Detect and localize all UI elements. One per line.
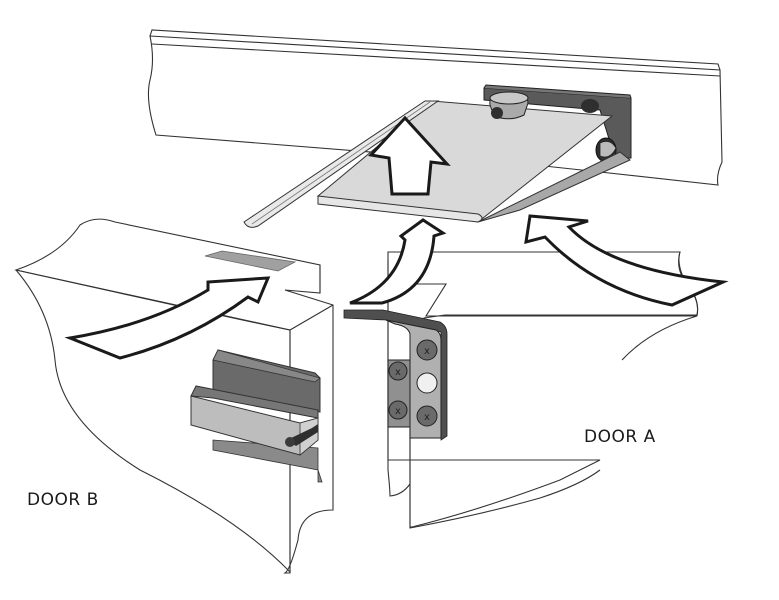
door-b-label: DOOR B <box>27 490 99 510</box>
curved-arrow-icon <box>524 214 729 307</box>
latch-plate-recess <box>204 250 297 272</box>
svg-text:x: x <box>395 367 401 378</box>
screw-icon: x <box>416 405 438 427</box>
up-arrow-icon <box>368 115 451 196</box>
curved-arrow-icon <box>64 276 271 360</box>
door-a-bracket: x x x x <box>343 309 448 441</box>
screw-icon: x <box>388 361 408 381</box>
screw-icon: x <box>388 400 408 420</box>
door-a-label: DOOR A <box>584 427 656 447</box>
pivot-hole-icon <box>416 372 438 394</box>
curved-arrow-icon <box>349 218 447 305</box>
screw-icon: x <box>416 339 438 361</box>
svg-text:x: x <box>424 346 430 357</box>
door-b-stop <box>190 349 323 483</box>
svg-text:x: x <box>424 412 430 423</box>
svg-text:x: x <box>395 406 401 417</box>
